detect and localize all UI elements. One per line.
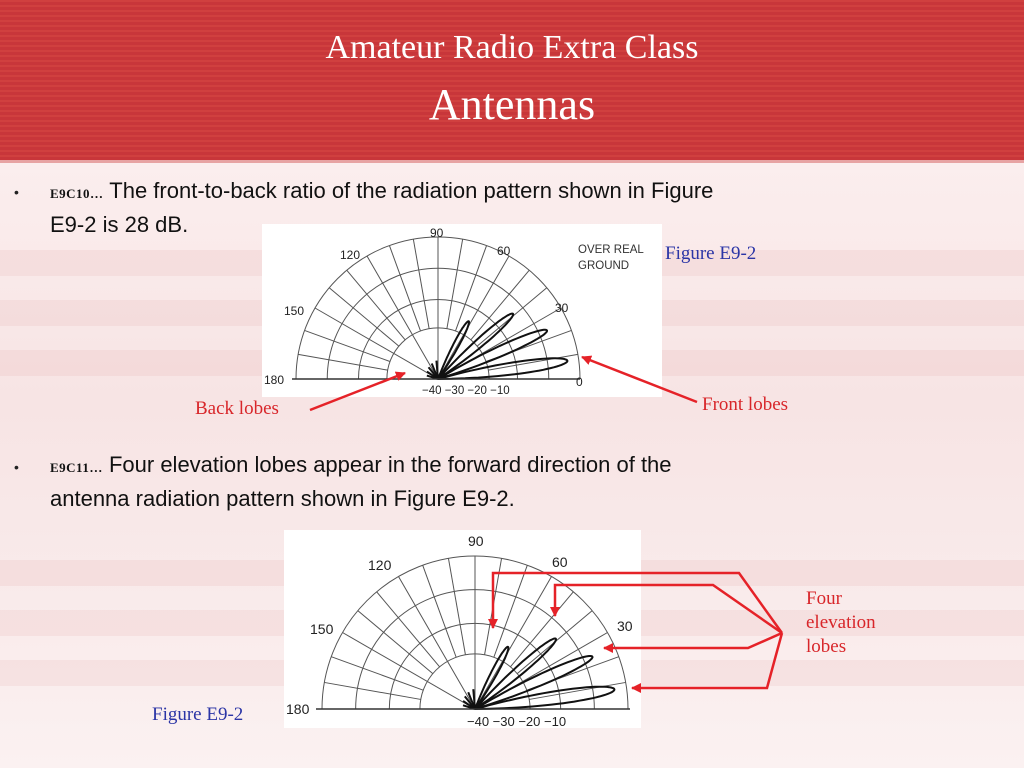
figure-label: Figure E9-2 bbox=[665, 243, 757, 264]
angle-label-60: 60 bbox=[552, 554, 568, 570]
grid-spoke bbox=[328, 287, 400, 347]
four-lobes-label: Four elevation lobes bbox=[806, 587, 876, 659]
angle-label-90: 90 bbox=[430, 226, 444, 240]
grid-spoke bbox=[488, 353, 578, 371]
question-e9c10: E9C10… The front-to-back ratio of the ra… bbox=[50, 175, 970, 240]
grid-spoke bbox=[342, 632, 469, 706]
question-text-line1: The front-to-back ratio of the radiation… bbox=[109, 178, 714, 203]
front-lobes-label: Front lobes bbox=[702, 394, 789, 415]
grid-spoke bbox=[470, 269, 530, 341]
forward-lobe bbox=[437, 328, 548, 380]
angle-label-30: 30 bbox=[555, 301, 569, 315]
grid-spoke bbox=[455, 245, 488, 332]
grid-spoke bbox=[314, 307, 433, 376]
bullet-marker: • bbox=[14, 459, 19, 475]
question-e9c11: E9C11… Four elevation lobes appear in th… bbox=[50, 449, 970, 514]
angle-label-120: 120 bbox=[340, 248, 360, 262]
grid-spoke bbox=[346, 269, 406, 341]
db-scale-label: −40 −30 −20 −10 bbox=[422, 385, 510, 397]
ground-label-line2: GROUND bbox=[578, 260, 629, 272]
lobe-arrow-1 bbox=[488, 571, 784, 634]
four-lobes-label-line3: lobes bbox=[806, 636, 847, 657]
slide-title: Amateur Radio Extra Class bbox=[325, 29, 699, 66]
angle-label-60: 60 bbox=[497, 244, 511, 258]
bullet-marker: • bbox=[14, 184, 19, 200]
angle-label-150: 150 bbox=[310, 621, 334, 637]
grid-spoke bbox=[376, 591, 440, 668]
figure-label-bottom: Figure E9-2 bbox=[152, 704, 244, 725]
grid-spoke bbox=[366, 255, 435, 374]
lobe-pattern bbox=[426, 312, 569, 380]
lobe-pattern bbox=[462, 637, 616, 710]
polar-grid bbox=[321, 555, 629, 710]
grid-spoke bbox=[388, 245, 421, 332]
grid-spoke bbox=[529, 681, 626, 700]
four-lobes-label-line1: Four bbox=[806, 588, 842, 609]
grid-spoke bbox=[324, 681, 421, 700]
grid-spoke bbox=[510, 591, 574, 668]
radiation-pattern-figure-large: 90 120 60 150 30 180 −40 −30 −20 −10 bbox=[284, 530, 641, 729]
angle-label-150: 150 bbox=[284, 304, 304, 318]
question-text-line2: antenna radiation pattern shown in Figur… bbox=[50, 486, 515, 511]
grid-spoke bbox=[478, 576, 552, 703]
question-id: E9C10… bbox=[50, 186, 104, 201]
grid-spoke bbox=[422, 565, 457, 658]
radiation-pattern-diagram-large: 90 120 60 150 30 180 −40 −30 −20 −10 bbox=[286, 533, 633, 729]
forward-lobe bbox=[474, 685, 616, 710]
grid-spoke bbox=[304, 329, 391, 362]
angle-label-180: 180 bbox=[264, 373, 284, 387]
grid-spoke bbox=[398, 576, 472, 703]
grid-spoke bbox=[298, 353, 388, 371]
lobe-arrow-3 bbox=[603, 631, 783, 653]
slide-header: Amateur Radio Extra Class Antennas bbox=[0, 0, 1024, 163]
grid-spoke bbox=[493, 565, 528, 658]
radiation-pattern-figure: 90 120 60 150 30 180 0 −40 −30 −20 −10 O… bbox=[262, 224, 662, 397]
forward-lobe bbox=[437, 320, 470, 380]
angle-label-120: 120 bbox=[368, 557, 392, 573]
lobe-arrow-2 bbox=[550, 583, 783, 635]
angle-label-0: 0 bbox=[576, 375, 583, 389]
grid-spoke bbox=[357, 610, 434, 674]
slide-subtitle: Antennas bbox=[428, 80, 596, 129]
forward-lobe bbox=[474, 645, 510, 710]
forward-lobe bbox=[437, 312, 515, 380]
lobe-arrow-4 bbox=[631, 632, 784, 693]
four-lobes-label-line2: elevation bbox=[806, 612, 876, 633]
grid-spoke bbox=[447, 558, 466, 655]
back-lobes-label: Back lobes bbox=[195, 398, 279, 419]
angle-label-30: 30 bbox=[617, 618, 633, 634]
grid-spoke bbox=[331, 656, 424, 691]
front-lobes-arrow bbox=[581, 355, 698, 404]
angle-label-90: 90 bbox=[468, 533, 484, 549]
grid-spoke bbox=[441, 255, 510, 374]
forward-lobe bbox=[437, 357, 569, 380]
question-text-line2: E9-2 is 28 dB. bbox=[50, 212, 189, 237]
db-scale-label: −40 −30 −20 −10 bbox=[467, 714, 566, 728]
question-text-line1: Four elevation lobes appear in the forwa… bbox=[108, 452, 672, 477]
grid-spoke bbox=[412, 239, 430, 329]
question-id: E9C11… bbox=[50, 460, 103, 475]
back-lobes-arrow bbox=[309, 371, 406, 412]
grid-spoke bbox=[446, 239, 464, 329]
angle-label-180: 180 bbox=[286, 701, 310, 717]
radiation-pattern-diagram: 90 120 60 150 30 180 0 −40 −30 −20 −10 O… bbox=[264, 226, 644, 397]
ground-label-line1: OVER REAL bbox=[578, 244, 644, 256]
forward-lobe bbox=[474, 637, 558, 710]
forward-lobe bbox=[474, 655, 594, 710]
